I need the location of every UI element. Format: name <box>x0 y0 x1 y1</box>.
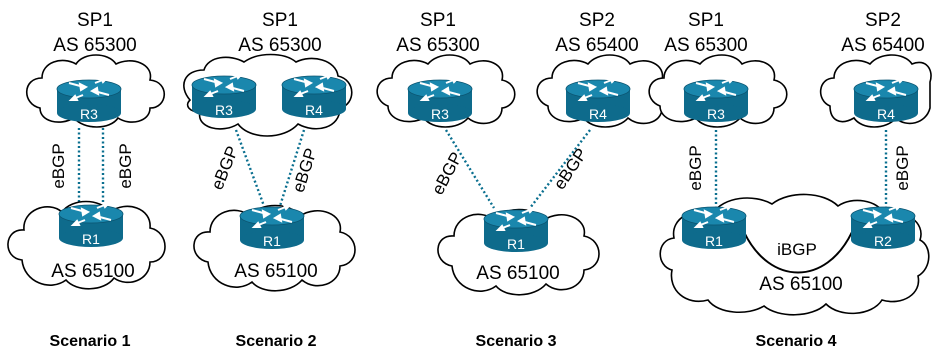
router-label: R4 <box>877 106 895 122</box>
scenario-title: Scenario 2 <box>236 333 317 350</box>
scenario-title: Scenario 4 <box>756 333 837 350</box>
ibgp-label: iBGP <box>777 240 817 259</box>
router-label: R3 <box>215 102 233 118</box>
ebgp-link <box>529 129 591 209</box>
provider-name: SP1 <box>77 10 113 31</box>
router-label: R1 <box>705 233 723 249</box>
provider-as-number: AS 65300 <box>238 35 321 56</box>
provider-name: SP2 <box>865 10 901 31</box>
provider-name: SP2 <box>579 10 615 31</box>
router-label: R3 <box>80 106 98 122</box>
ebgp-link <box>444 129 496 209</box>
router-r4: R4 <box>565 77 631 123</box>
router-r1: R1 <box>681 204 747 250</box>
router-label: R1 <box>507 236 525 252</box>
router-r3: R3 <box>56 77 122 123</box>
link-label: eBGP <box>428 149 466 198</box>
router-label: R1 <box>263 233 281 249</box>
scenario-title: Scenario 3 <box>476 333 557 350</box>
link-label: eBGP <box>116 143 135 188</box>
router-r1: R1 <box>483 207 549 253</box>
router-r1: R1 <box>239 204 305 250</box>
router-label: R2 <box>874 233 892 249</box>
ebgp-link <box>234 129 266 207</box>
router-label: R1 <box>82 231 100 247</box>
customer-cloud <box>437 208 600 296</box>
scenario-1: SP1 AS 65300 R3 eBGP eBGP R1 AS 65100 Sc… <box>7 10 166 350</box>
router-r3: R3 <box>407 77 473 123</box>
provider-name: SP1 <box>420 10 456 31</box>
scenario-4: SP1 AS 65300 SP2 AS 65400 R3 R4 eBGP eBG… <box>648 10 932 350</box>
router-label: R3 <box>431 106 449 122</box>
provider-as-number: AS 65400 <box>555 35 638 56</box>
scenario-3: SP1 AS 65300 SP2 AS 65400 R3 R4 eBGP eBG… <box>376 10 676 350</box>
scenario-title: Scenario 1 <box>50 333 131 350</box>
ibgp-link <box>743 231 853 274</box>
router-r2: R2 <box>850 204 916 250</box>
router-r3: R3 <box>683 77 749 123</box>
customer-as-number: AS 65100 <box>51 261 134 282</box>
link-label: eBGP <box>289 146 321 195</box>
customer-as-number: AS 65100 <box>759 274 842 295</box>
scenario-2: SP1 AS 65300 R3 R4 eBGP eBGP R1 AS 65100… <box>183 10 356 350</box>
router-label: R4 <box>305 102 323 118</box>
provider-as-number: AS 65300 <box>664 35 747 56</box>
link-label: eBGP <box>550 145 591 193</box>
router-label: R3 <box>707 106 725 122</box>
provider-as-number: AS 65300 <box>396 35 479 56</box>
link-label: eBGP <box>208 143 243 192</box>
router-r3: R3 <box>191 73 257 119</box>
provider-name: SP1 <box>262 10 298 31</box>
link-label: eBGP <box>49 143 68 188</box>
link-label: eBGP <box>686 145 705 190</box>
customer-as-number: AS 65100 <box>476 263 559 284</box>
router-r1: R1 <box>58 202 124 248</box>
customer-as-number: AS 65100 <box>234 261 317 282</box>
router-r4: R4 <box>853 77 919 123</box>
router-label: R4 <box>589 106 607 122</box>
provider-name: SP1 <box>688 10 724 31</box>
provider-as-number: AS 65400 <box>841 35 924 56</box>
router-r4: R4 <box>281 73 347 119</box>
link-label: eBGP <box>893 145 912 190</box>
provider-as-number: AS 65300 <box>53 35 136 56</box>
